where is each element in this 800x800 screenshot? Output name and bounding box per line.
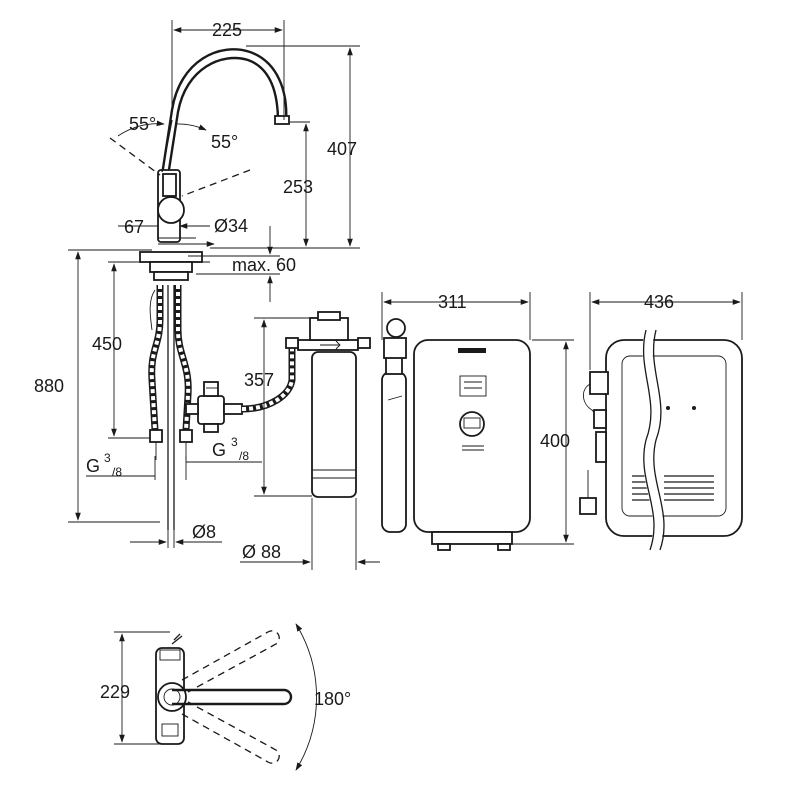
- chiller-side-view: [579, 328, 743, 552]
- dim-chiller-depth: 436: [644, 292, 674, 312]
- connection-label-left: G 3 /8: [86, 451, 122, 479]
- dim-body-offset: 67: [124, 217, 144, 237]
- faucet-side-view: [109, 48, 296, 530]
- connection-left-main: G: [86, 456, 100, 476]
- faucet-top-view: [155, 630, 293, 764]
- dim-tap-height: 407: [327, 139, 357, 159]
- connection-right-sup: 3: [231, 435, 238, 449]
- dim-pipe-diameter: Ø8: [192, 522, 216, 542]
- dim-chiller-height: 400: [540, 431, 570, 451]
- connection-label-right: G 3 /8: [212, 435, 249, 463]
- connection-left-sup: 3: [104, 451, 111, 465]
- dim-max-deck-thickness: max. 60: [232, 255, 296, 275]
- dim-lever-angle-right: 55°: [211, 132, 238, 152]
- vent-grille: [632, 475, 714, 501]
- filter-cartridge: [285, 311, 371, 498]
- dim-lever-angle-left: 55°: [129, 114, 156, 134]
- dim-spout-outlet-height: 253: [283, 177, 313, 197]
- dimension-lines: [68, 20, 743, 771]
- connection-right-main: G: [212, 440, 226, 460]
- dim-overall-length: 880: [34, 376, 64, 396]
- dim-spout-reach: 225: [212, 20, 242, 40]
- dim-filter-diameter: Ø 88: [242, 542, 281, 562]
- dim-body-diameter: Ø34: [214, 216, 248, 236]
- dim-chiller-width: 311: [438, 292, 467, 312]
- dim-hose-length: 450: [92, 334, 122, 354]
- connection-left-sub: /8: [112, 465, 122, 479]
- dim-swivel-angle: 180°: [314, 689, 351, 709]
- chiller-front-view: [381, 318, 531, 551]
- connection-right-sub: /8: [239, 449, 249, 463]
- dim-filter-height: 357: [244, 370, 274, 390]
- dim-top-view-depth: 229: [100, 682, 130, 702]
